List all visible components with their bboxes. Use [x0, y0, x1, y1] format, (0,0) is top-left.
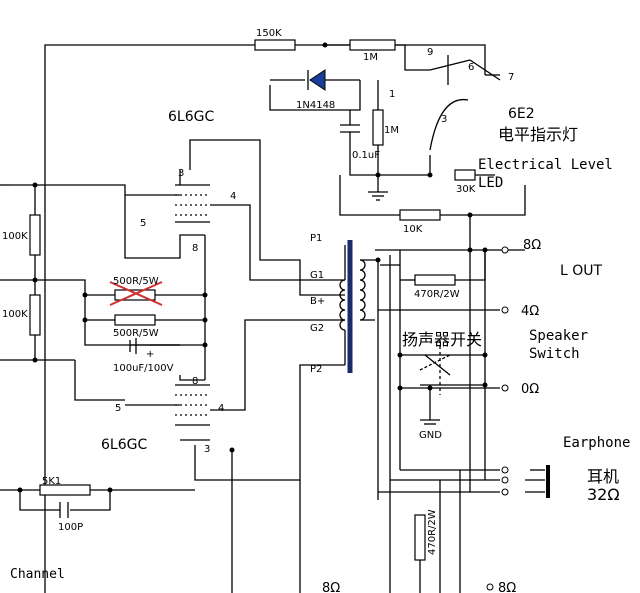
label-cap-plus: + — [146, 349, 154, 360]
label-switch-pin-7: 7 — [508, 72, 514, 83]
resistor-500r-crossed — [109, 281, 163, 306]
label-earphone-cn: 耳机 — [587, 467, 619, 486]
label-tube-lower: 6L6GC — [101, 437, 147, 453]
label-upper-pin-4: 4 — [230, 191, 236, 202]
label-out-8-bottom-2: 8Ω — [498, 581, 516, 593]
label-100uf: 100uF/100V — [113, 363, 174, 374]
capacitor-01uf — [340, 124, 360, 133]
resistor-100k-upper — [29, 214, 41, 256]
label-p1: P1 — [310, 233, 322, 244]
tube-lower — [125, 319, 345, 481]
label-5k1: 5K1 — [42, 476, 61, 487]
bias-network — [0, 184, 206, 401]
label-1m-top: 1M — [363, 52, 378, 63]
label-500r: 500R/5W — [113, 328, 159, 339]
output-taps — [231, 250, 500, 593]
label-meter-cn: 电平指示灯 — [498, 125, 578, 144]
diode-1n4148 — [270, 69, 360, 91]
earphone-jack — [525, 465, 550, 498]
label-p2: P2 — [310, 364, 322, 375]
label-earphone-en: Earphone — [563, 435, 630, 451]
resistor-100k-lower — [29, 294, 41, 336]
label-speaker-switch-en-1: Speaker — [529, 328, 588, 344]
label-30k: 30K — [456, 184, 476, 195]
label-meter-en-1: Electrical Level — [478, 157, 613, 173]
label-lower-pin-8: 8 — [192, 376, 198, 387]
label-tube-upper: 6L6GC — [168, 109, 214, 125]
label-100k-lower: 100K — [2, 309, 28, 320]
label-lower-pin-3: 3 — [204, 444, 210, 455]
label-out-8: 8Ω — [523, 238, 541, 253]
resistor-10k — [399, 209, 441, 221]
label-150k: 150K — [256, 28, 282, 39]
label-switch-pin-3: 3 — [441, 114, 447, 125]
label-100k-upper: 100K — [2, 231, 28, 242]
label-earphone-ohms: 32Ω — [587, 485, 620, 504]
label-10k: 10K — [403, 224, 423, 235]
label-speaker-switch-cn: 扬声器开关 — [402, 330, 482, 349]
label-6e2: 6E2 — [508, 106, 535, 122]
resistor-1m-top — [349, 39, 396, 51]
label-out-8-bottom-1: 8Ω — [322, 581, 340, 593]
label-g2: G2 — [310, 323, 324, 334]
label-bplus: B+ — [310, 296, 325, 307]
label-upper-pin-8: 8 — [192, 243, 198, 254]
terminal-circles — [486, 246, 509, 591]
label-out-4: 4Ω — [521, 304, 539, 319]
label-switch-pin-6: 6 — [468, 62, 474, 73]
label-1n4148: 1N4148 — [296, 100, 335, 111]
resistor-30k — [454, 169, 476, 181]
label-1m-mid: 1M — [384, 125, 399, 136]
label-out-0: 0Ω — [521, 382, 539, 397]
label-upper-pin-3: 3 — [178, 168, 184, 179]
speaker-switch-symbol — [419, 340, 451, 395]
feedback-wiring — [44, 44, 526, 593]
label-470r-vertical: 470R/2W — [427, 509, 438, 555]
resistor-500r — [114, 314, 156, 326]
resistor-470r-vertical — [414, 514, 426, 561]
label-switch-pin-1: 1 — [389, 89, 395, 100]
label-gnd: GND — [419, 430, 442, 441]
ground-symbol-top — [368, 191, 388, 201]
label-l-out: L OUT — [560, 263, 603, 279]
resistor-470r-output — [414, 274, 456, 286]
label-g1: G1 — [310, 270, 324, 281]
capacitor-100uf — [129, 338, 137, 354]
label-upper-pin-5: 5 — [140, 218, 146, 229]
label-lower-pin-4: 4 — [218, 403, 224, 414]
tube-upper — [10, 139, 345, 296]
label-meter-en-2: LED — [478, 175, 503, 191]
label-470r-output: 470R/2W — [414, 289, 460, 300]
label-channel: Channel — [10, 567, 65, 582]
label-switch-pin-9: 9 — [427, 47, 433, 58]
label-01uf: 0.1uF — [352, 150, 380, 161]
resistor-150k — [254, 39, 296, 51]
input-network — [0, 489, 195, 518]
resistor-5k1 — [39, 484, 91, 496]
label-100p: 100P — [58, 522, 83, 533]
junction-dots — [17, 42, 488, 493]
resistor-1m-mid — [372, 109, 384, 146]
switch-contacts — [429, 55, 500, 85]
label-lower-pin-5: 5 — [115, 403, 121, 414]
gnd-symbol — [420, 419, 440, 425]
label-speaker-switch-en-2: Switch — [529, 346, 580, 362]
label-500r-crossed: 500R/5W — [113, 276, 159, 287]
